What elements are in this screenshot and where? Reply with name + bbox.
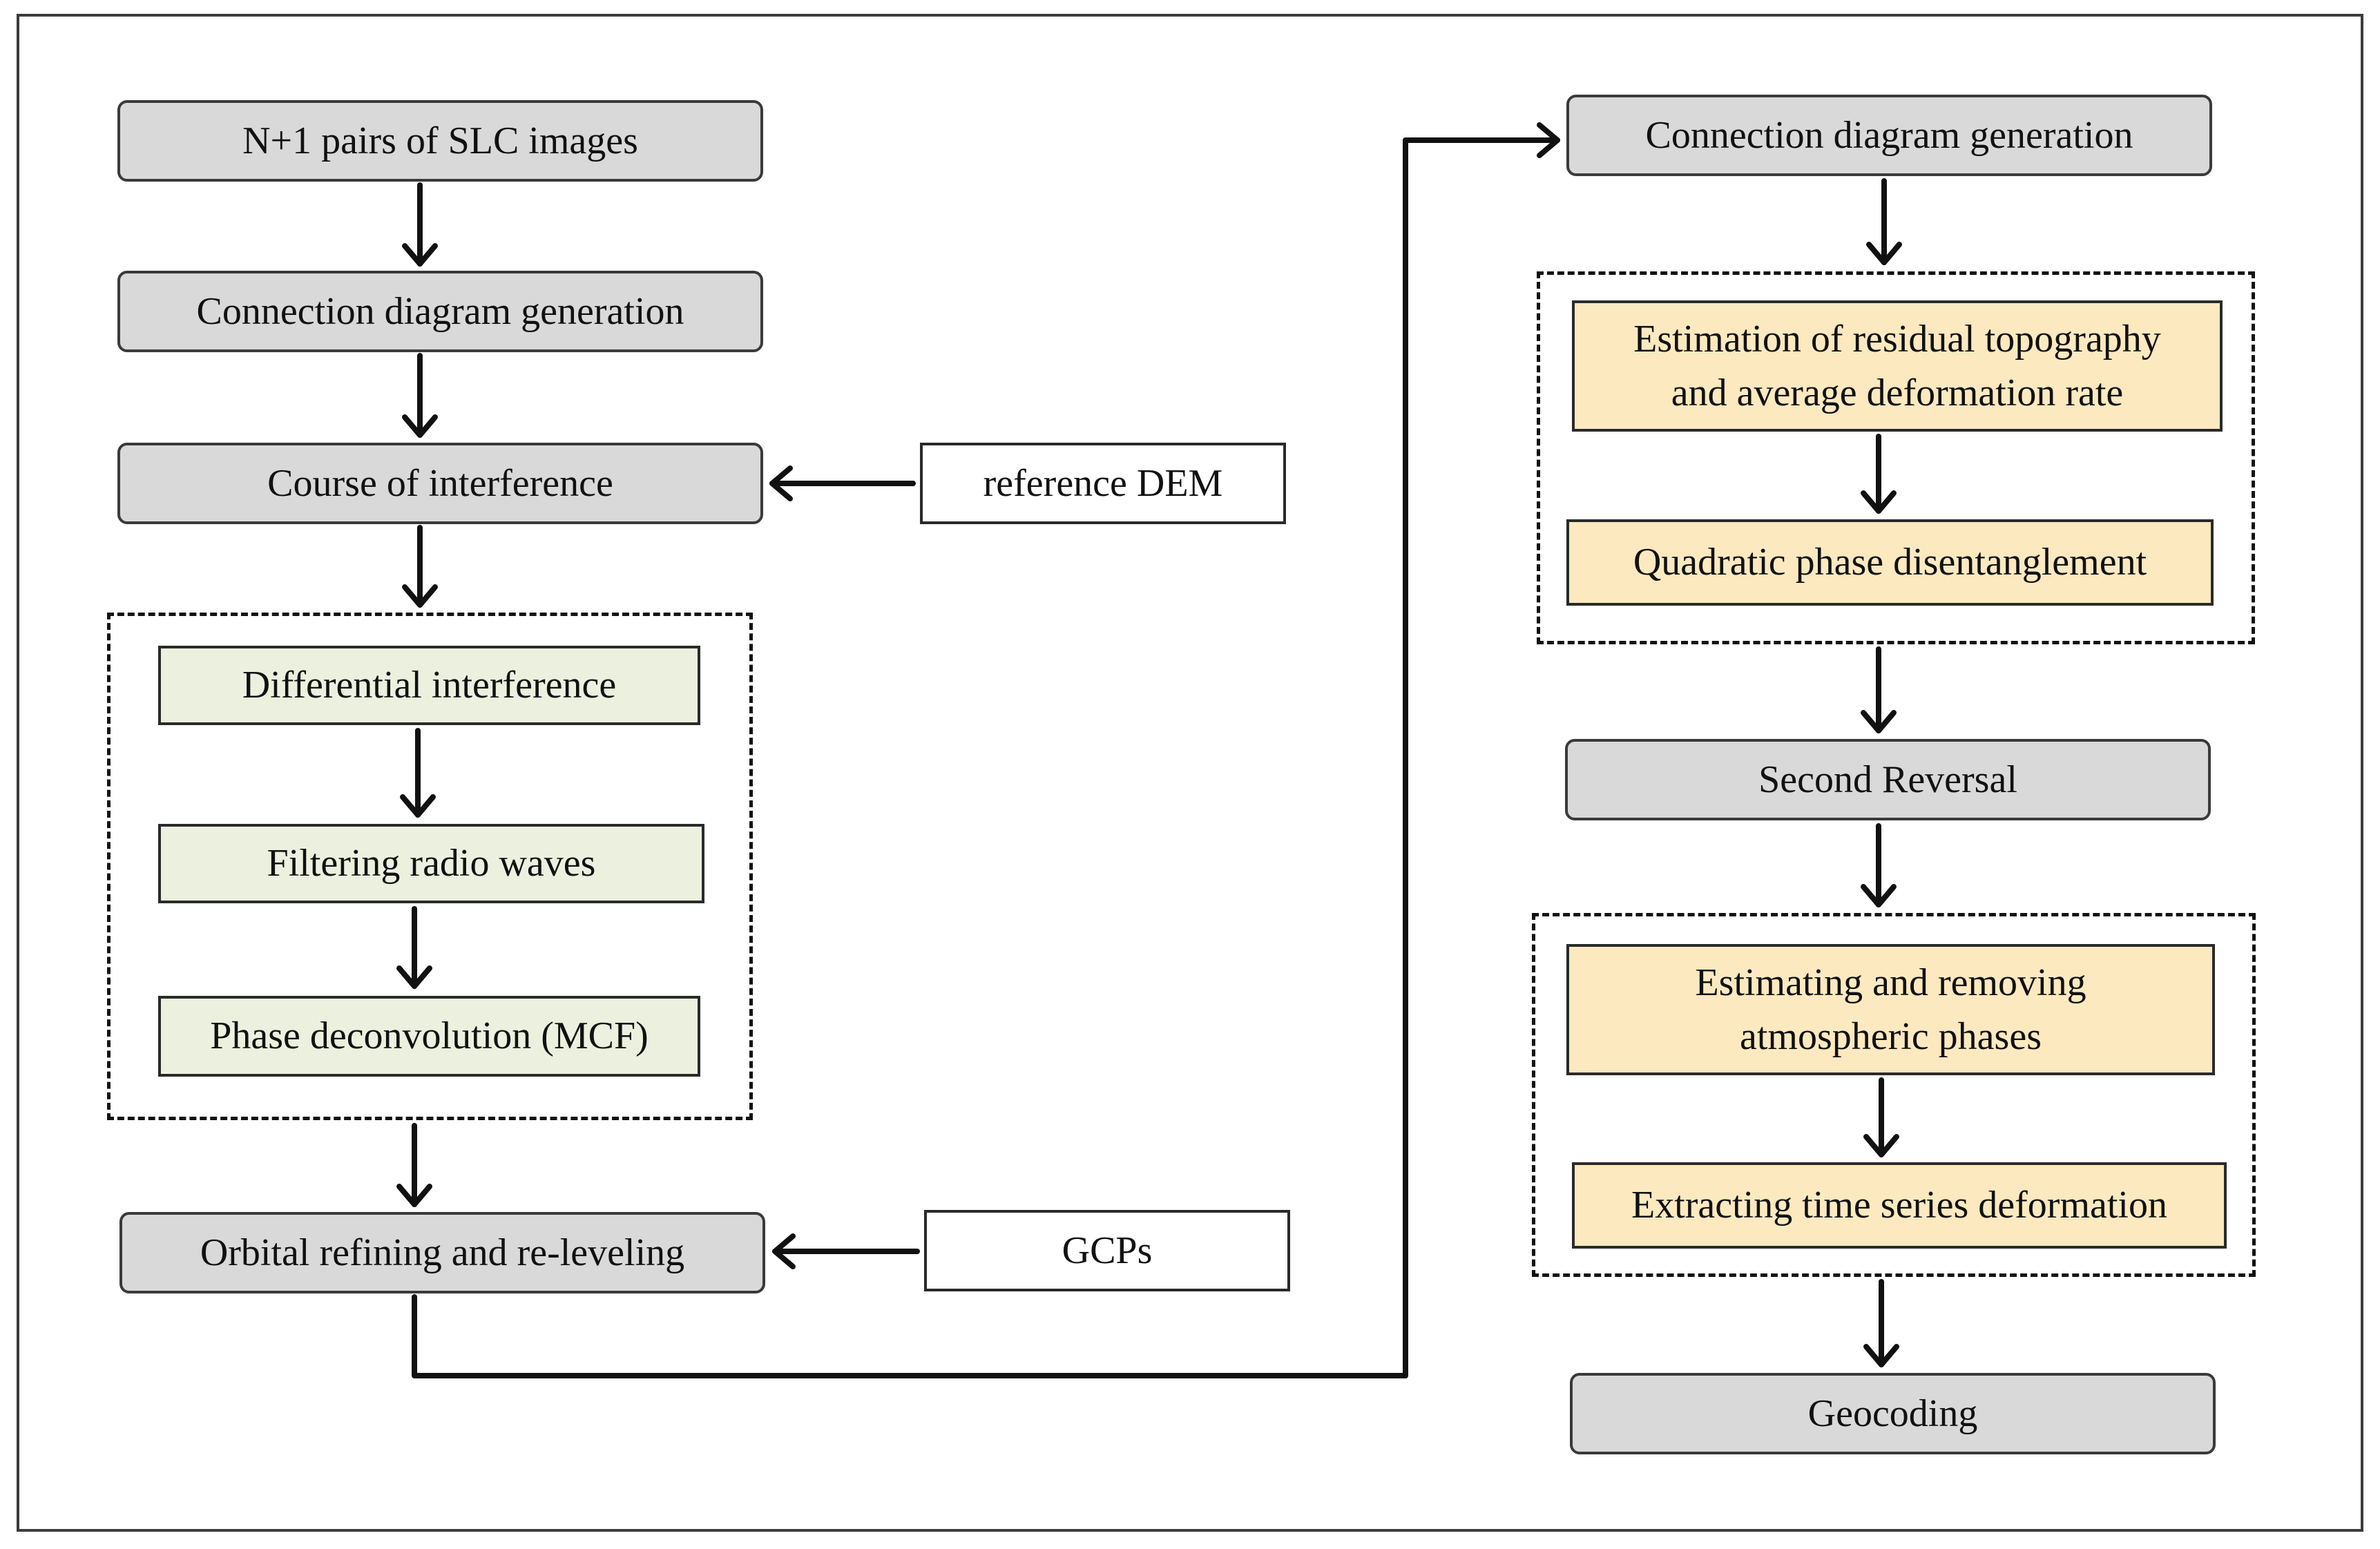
orbital-refining-node: Orbital refining and re-leveling xyxy=(119,1212,765,1293)
arrow-group-to-second-reversal xyxy=(1861,646,1897,733)
arrow-gcps-to-orbital xyxy=(772,1233,920,1269)
phase-deconvolution-node: Phase deconvolution (MCF) xyxy=(158,996,700,1077)
arrow-differential-to-filtering xyxy=(400,728,436,818)
arrow-course-to-group xyxy=(402,525,438,608)
connection-diagram-node-right: Connection diagram generation xyxy=(1566,95,2212,176)
second-reversal-node: Second Reversal xyxy=(1565,739,2211,820)
first-inversion-group xyxy=(1537,271,2255,644)
arrow-right-connection-to-group xyxy=(1866,178,1902,265)
outer-frame xyxy=(17,14,2363,1532)
time-series-deformation-node: Extracting time series deformation xyxy=(1572,1162,2227,1249)
arrow-dem-to-course xyxy=(769,465,916,501)
arrow-connection-to-course xyxy=(402,353,438,438)
arrow-slc-to-connection xyxy=(402,182,438,267)
arrow-orbital-to-right-connection xyxy=(412,122,1560,1378)
gcps-node: GCPs xyxy=(924,1210,1290,1291)
course-of-interference-node: Course of interference xyxy=(117,443,763,524)
arrow-group-to-geocoding xyxy=(1863,1279,1899,1367)
arrow-group-to-orbital xyxy=(396,1123,432,1207)
arrow-second-reversal-to-group xyxy=(1861,823,1897,907)
quadratic-phase-node: Quadratic phase disentanglement xyxy=(1566,519,2214,606)
atmospheric-phases-node: Estimating and removing atmospheric phas… xyxy=(1566,944,2215,1075)
differential-interference-node: Differential interference xyxy=(158,646,700,725)
interferogram-processing-group xyxy=(107,613,753,1120)
arrow-atmospheric-to-time-series xyxy=(1863,1077,1899,1157)
residual-topography-node: Estimation of residual topography and av… xyxy=(1572,300,2223,432)
connection-diagram-node-left: Connection diagram generation xyxy=(117,271,763,352)
second-inversion-group xyxy=(1532,913,2256,1277)
arrow-filtering-to-phase xyxy=(396,906,432,989)
arrow-residual-to-quadratic xyxy=(1861,434,1897,514)
geocoding-node: Geocoding xyxy=(1570,1373,2216,1454)
slc-images-node: N+1 pairs of SLC images xyxy=(117,100,763,182)
reference-dem-node: reference DEM xyxy=(920,443,1286,524)
filtering-radio-waves-node: Filtering radio waves xyxy=(158,824,704,903)
